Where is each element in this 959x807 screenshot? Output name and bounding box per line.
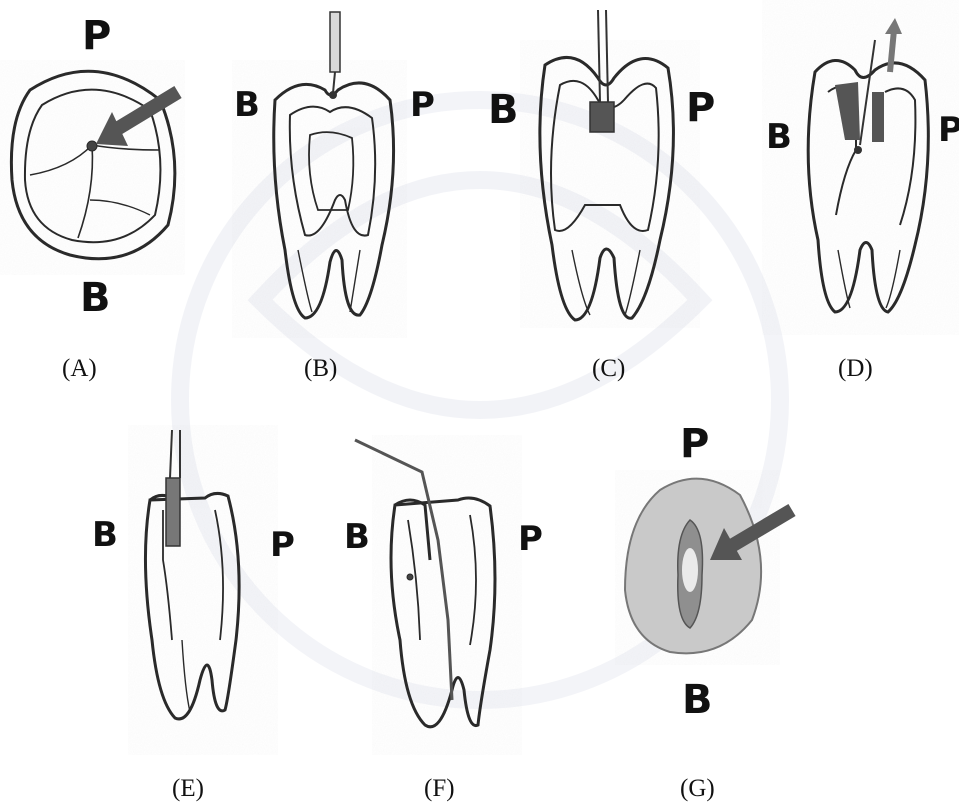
panel-b-buccal-label: B: [234, 88, 260, 122]
panel-c-palatal-label: P: [686, 88, 715, 128]
panel-a-caption: (A): [62, 356, 97, 381]
panel-e-caption: (E): [172, 776, 204, 801]
panel-d-caption: (D): [838, 356, 873, 381]
panel-e-buccal-label: B: [92, 518, 118, 552]
panel-g-palatal-label: P: [680, 424, 709, 464]
panel-f-caption: (F): [424, 776, 455, 801]
panel-b-palatal-label: P: [410, 88, 435, 122]
panel-e-tooth-section: [128, 425, 278, 755]
panel-f-tooth-section: [372, 435, 522, 755]
panel-f-buccal-label: B: [344, 520, 370, 554]
panel-d-tooth-section: [762, 0, 959, 335]
panel-a-occlusal-tooth: [0, 60, 185, 275]
panel-d-palatal-label: P: [938, 113, 959, 147]
panel-g-occlusal-tooth: [615, 470, 780, 665]
panel-e-palatal-label: P: [270, 528, 295, 562]
panel-c-buccal-label: B: [488, 90, 519, 130]
panel-c-caption: (C): [592, 356, 625, 381]
panel-g-caption: (G): [680, 776, 715, 801]
panel-c-tooth-section: [520, 40, 700, 328]
panel-a-palatal-label: P: [82, 16, 111, 56]
panel-a-buccal-label: B: [80, 278, 111, 318]
panel-g-buccal-label: B: [682, 680, 713, 720]
panel-d-buccal-label: B: [766, 120, 792, 154]
panel-f-palatal-label: P: [518, 522, 543, 556]
panel-b-caption: (B): [304, 356, 337, 381]
